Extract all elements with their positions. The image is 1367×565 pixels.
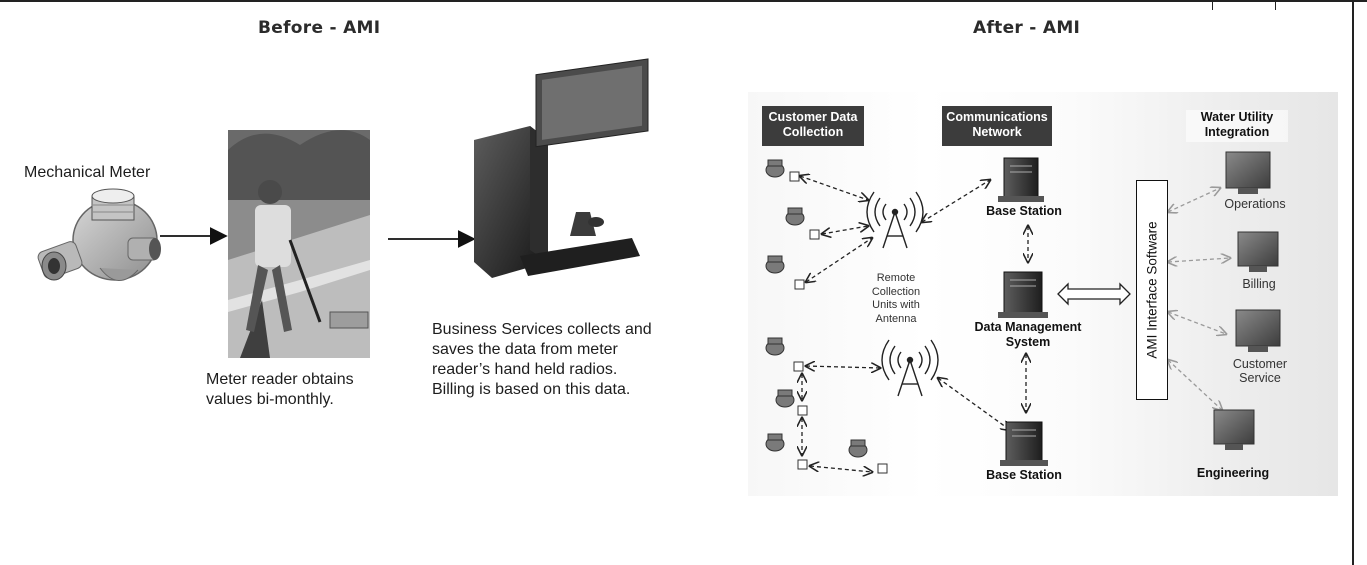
ami-interface-box: AMI Interface Software [1136,180,1168,400]
label-line: Service [1239,370,1281,385]
water-meter-icon [765,337,804,372]
server-icon [1000,421,1048,466]
caption-line: saves the data from meter [432,341,618,358]
right-border [1352,0,1354,565]
top-divider-tick [1275,0,1276,10]
meter-reader-caption: Meter reader obtains values bi-monthly. [206,370,354,410]
label-line: Customer [1232,357,1288,371]
server-icon [998,157,1044,202]
label-line: System [1005,335,1051,349]
dashed-links [800,176,1028,472]
caption-line: reader’s hand held radios. [432,361,618,378]
radio-tower-icon [881,339,939,397]
header-line: Water Utility [1200,110,1274,124]
meter-reader-photo [228,130,370,358]
caption-line: Billing is based on this data. [432,381,631,398]
water-meter-icon [785,207,820,240]
business-services-caption: Business Services collects and saves the… [432,320,652,400]
after-heading: After - AMI [973,18,1081,38]
remote-units-label: Remote Collection Units with Antenna [856,272,936,326]
engineering-label: Engineering [1196,466,1270,480]
top-border [0,0,1367,2]
water-meter-icon [765,255,805,290]
before-heading: Before - AMI [258,18,381,38]
header-line: Integration [1204,125,1270,139]
billing-label: Billing [1242,277,1276,291]
monitor-icon [1235,309,1281,352]
customer-data-collection-header: Customer Data Collection [762,106,864,146]
ami-interface-label: AMI Interface Software [1144,221,1160,359]
top-divider-tick [1212,0,1213,10]
label-line: Remote [876,272,916,284]
water-meter-icon [775,389,808,416]
data-management-label: Data Management System [964,320,1092,350]
mechanical-meter-icon [37,188,161,281]
header-line: Network [972,125,1022,139]
caption-line: values bi-monthly. [206,391,334,408]
header-line: Customer Data [768,110,858,124]
water-meter-icon [765,433,808,470]
customer-service-label: Customer Service [1220,357,1300,385]
caption-line: Business Services collects and [432,321,652,338]
base-station-bottom-label: Base Station [986,468,1062,482]
water-meter-icon [848,439,888,474]
water-meter-icon [765,159,800,182]
header-line: Communications [946,110,1048,124]
caption-line: Meter reader obtains [206,371,354,388]
label-line: Collection [871,285,921,298]
water-utility-integration-header: Water Utility Integration [1186,110,1288,142]
operations-label: Operations [1224,197,1286,211]
mechanical-meter-label: Mechanical Meter [24,164,151,181]
communications-network-header: Communications Network [942,106,1052,146]
desktop-computer-icon [474,58,649,278]
label-line: Data Management [974,320,1082,334]
monitor-icon [1237,231,1279,272]
label-line: Units with [872,299,920,311]
integration-links [1168,188,1230,410]
header-line: Collection [782,125,844,139]
water-meter-icons [765,159,888,474]
monitor-icon [1213,409,1255,450]
server-icon [998,271,1048,318]
base-station-top-label: Base Station [986,204,1062,218]
monitor-icon [1225,151,1271,194]
radio-tower-icon [866,191,924,249]
double-arrow-icon [1057,282,1131,306]
label-line: Antenna [875,312,917,325]
